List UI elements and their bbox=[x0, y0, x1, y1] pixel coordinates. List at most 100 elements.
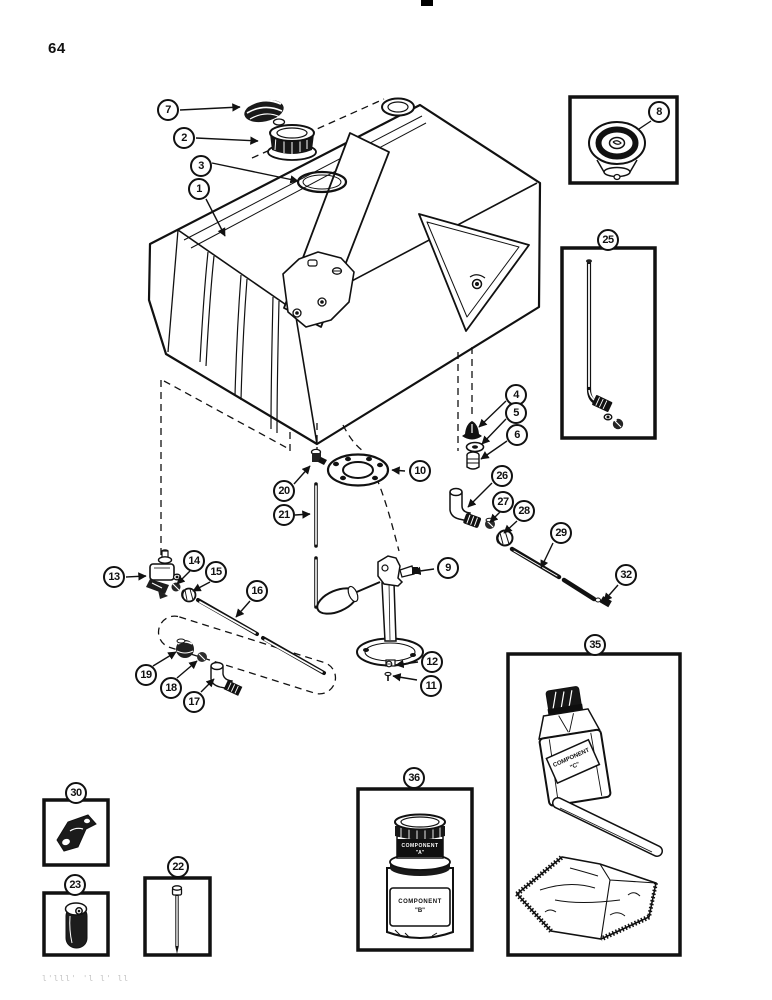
fuel-line-routing-outline bbox=[157, 615, 337, 695]
print-artifact-top bbox=[421, 0, 433, 6]
part-callout: 23 bbox=[64, 874, 86, 896]
part-callout: 9 bbox=[437, 557, 459, 579]
part-number: 15 bbox=[210, 565, 222, 578]
part-number: 32 bbox=[620, 568, 632, 581]
part-number: 26 bbox=[496, 469, 508, 482]
part-number: 9 bbox=[445, 561, 451, 574]
part-callout: 27 bbox=[492, 491, 514, 513]
part-number: 4 bbox=[513, 388, 519, 401]
part-number: 5 bbox=[513, 406, 519, 419]
part-number: 25 bbox=[602, 233, 614, 246]
part-number: 19 bbox=[140, 668, 152, 681]
tank-recess bbox=[418, 213, 530, 332]
part-number: 14 bbox=[188, 554, 200, 567]
component-b-text-1: COMPONENT bbox=[398, 899, 442, 905]
component-c-bottle: COMPONENT "C" bbox=[538, 686, 612, 807]
rod-part-22 bbox=[171, 885, 183, 954]
component-a-text-1: COMPONENT bbox=[402, 843, 439, 849]
clamp-bracket-part-30 bbox=[56, 814, 97, 852]
part-callout: 35 bbox=[584, 634, 606, 656]
nut-part-19 bbox=[176, 638, 194, 658]
cap-knob-part-7 bbox=[244, 99, 286, 126]
sealant-kit-part-35: COMPONENT "C" bbox=[515, 686, 663, 942]
component-c-label bbox=[545, 738, 601, 785]
part-callout: 29 bbox=[550, 522, 572, 544]
print-artifact-footer: l'lll' 'l l' ll bbox=[42, 974, 130, 983]
part-callout: 28 bbox=[513, 500, 535, 522]
part-callout: 36 bbox=[403, 767, 425, 789]
component-cans-part-36: COMPONENT "A" COMPONENT "B" bbox=[386, 813, 454, 939]
component-c-text-2: "C" bbox=[569, 762, 581, 772]
part-callout: 26 bbox=[491, 465, 513, 487]
fuel-line-part-29 bbox=[509, 546, 597, 602]
part-callout: 21 bbox=[273, 504, 295, 526]
component-a-text-2: "A" bbox=[416, 850, 425, 856]
foil-packet bbox=[515, 855, 658, 942]
part-callout: 18 bbox=[160, 677, 182, 699]
part-callout: 3 bbox=[190, 155, 212, 177]
vent-tube-part-25 bbox=[586, 259, 624, 430]
part-number: 10 bbox=[414, 464, 426, 477]
part-callout: 8 bbox=[648, 101, 670, 123]
part-callout: 19 bbox=[135, 664, 157, 686]
filler-cap-parts bbox=[244, 99, 348, 194]
mounting-plate bbox=[282, 251, 355, 328]
part-number: 16 bbox=[251, 584, 263, 597]
component-b-label bbox=[389, 887, 451, 927]
part-callout: 14 bbox=[183, 550, 205, 572]
part-number: 21 bbox=[278, 508, 290, 521]
part-callout: 12 bbox=[421, 651, 443, 673]
part-callout: 2 bbox=[173, 127, 195, 149]
part-callout: 13 bbox=[103, 566, 125, 588]
component-a-label bbox=[397, 839, 443, 857]
part-number: 7 bbox=[165, 103, 171, 116]
part-number: 35 bbox=[589, 638, 601, 651]
cap-assembly-part-2 bbox=[267, 124, 317, 161]
part-number: 1 bbox=[196, 182, 202, 195]
part-number: 36 bbox=[408, 771, 420, 784]
fuel-sender-part-9 bbox=[316, 555, 424, 667]
part-number: 27 bbox=[497, 495, 509, 508]
part-number: 2 bbox=[181, 131, 187, 144]
part-number: 11 bbox=[425, 679, 437, 692]
page-number: 64 bbox=[48, 40, 66, 57]
part-callout: 11 bbox=[420, 675, 442, 697]
part-number: 30 bbox=[70, 786, 82, 799]
part-number: 3 bbox=[198, 159, 204, 172]
part-callout: 25 bbox=[597, 229, 619, 251]
fitting-part-20 bbox=[310, 448, 327, 465]
drain-plug-parts-4-5-6 bbox=[462, 421, 485, 470]
dashed-connector-lines bbox=[157, 98, 473, 695]
part-callout: 6 bbox=[506, 424, 528, 446]
tube-part-16 bbox=[196, 598, 326, 675]
part-number: 28 bbox=[518, 504, 530, 517]
part-number: 8 bbox=[656, 105, 662, 118]
filler-neck bbox=[381, 97, 415, 117]
part-callout: 1 bbox=[188, 178, 210, 200]
part-number: 13 bbox=[108, 570, 120, 583]
nut-part-18 bbox=[197, 652, 207, 662]
fitting-part-32 bbox=[595, 596, 612, 608]
cap-top-view-part-8 bbox=[588, 120, 652, 181]
sleeve-part-23 bbox=[64, 902, 88, 949]
part-number: 6 bbox=[514, 428, 520, 441]
part-number: 17 bbox=[188, 695, 200, 708]
nut-part-27 bbox=[485, 517, 495, 529]
callout-leader-lines bbox=[125, 103, 619, 693]
part-callout: 22 bbox=[167, 856, 189, 878]
stir-stick bbox=[552, 797, 663, 857]
part-number: 20 bbox=[278, 484, 290, 497]
part-number: 22 bbox=[172, 860, 184, 873]
part-callout: 15 bbox=[205, 561, 227, 583]
part-number: 12 bbox=[426, 655, 438, 668]
part-callout: 7 bbox=[157, 99, 179, 121]
component-b-text-2: "B" bbox=[415, 908, 425, 914]
part-callout: 20 bbox=[273, 480, 295, 502]
part-callout: 32 bbox=[615, 564, 637, 586]
nuts-parts-14-15 bbox=[171, 582, 197, 603]
part-callout: 17 bbox=[183, 691, 205, 713]
shutoff-valve-part-13 bbox=[146, 549, 182, 599]
part-callout: 10 bbox=[409, 460, 431, 482]
